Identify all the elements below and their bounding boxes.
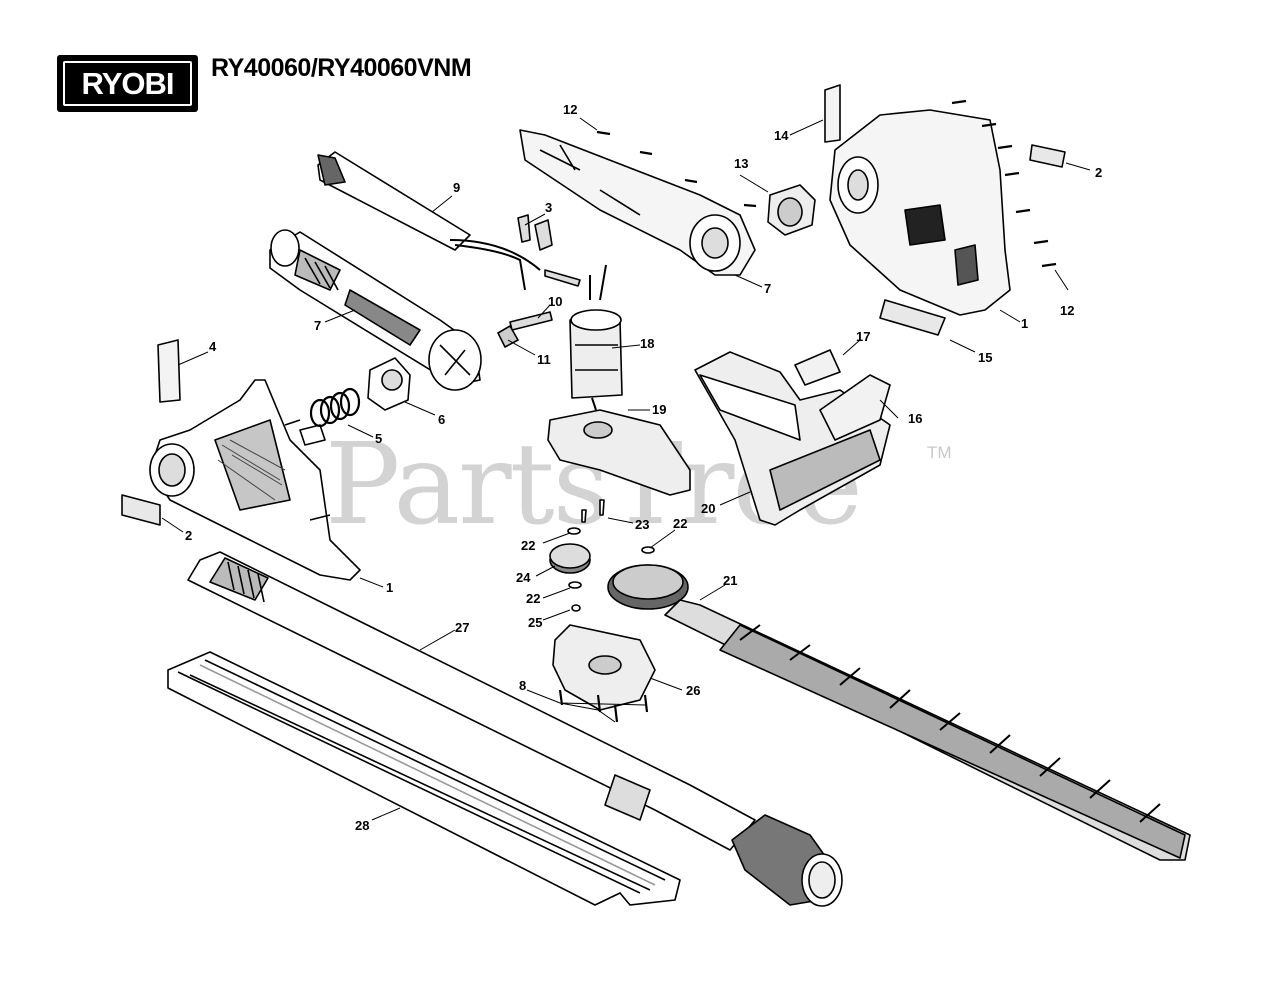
callout-26: 26 bbox=[686, 683, 700, 698]
ryobi-logo-text: RYOBI bbox=[63, 61, 192, 106]
leader-lines bbox=[161, 117, 1091, 821]
part-11-connector bbox=[497, 325, 519, 348]
callout-15: 15 bbox=[978, 350, 992, 365]
part-27-shaft bbox=[187, 551, 843, 907]
part-20-guard bbox=[694, 351, 891, 526]
callout-2-right: 2 bbox=[1095, 165, 1102, 180]
callout-12-right: 12 bbox=[1060, 303, 1074, 318]
callout-16: 16 bbox=[908, 411, 922, 426]
part-7-handle bbox=[269, 229, 482, 391]
part-6-lock bbox=[367, 357, 411, 411]
callout-4: 4 bbox=[209, 339, 217, 354]
callout-23: 23 bbox=[635, 517, 649, 532]
part-2-label-right bbox=[1029, 144, 1066, 168]
callout-22-c: 22 bbox=[526, 591, 540, 606]
ryobi-logo: RYOBI bbox=[57, 55, 198, 112]
part-1-left-housing bbox=[149, 379, 361, 581]
part-15-label bbox=[879, 299, 946, 336]
part-10-terminals bbox=[509, 269, 581, 331]
callout-7-left: 7 bbox=[314, 318, 321, 333]
part-12-screws-right bbox=[951, 99, 1057, 268]
callout-2-left: 2 bbox=[185, 528, 192, 543]
callout-3: 3 bbox=[545, 200, 552, 215]
part-23-screws bbox=[581, 499, 605, 523]
callout-19: 19 bbox=[652, 402, 666, 417]
callout-27: 27 bbox=[455, 620, 469, 635]
part-7-upper-housing bbox=[519, 129, 756, 276]
part-9-switch bbox=[317, 151, 541, 291]
model-title: RY40060/RY40060VNM bbox=[211, 54, 472, 82]
part-25-pin bbox=[571, 604, 581, 612]
part-14-label bbox=[824, 84, 841, 143]
part-28-rail bbox=[167, 651, 681, 906]
callout-24: 24 bbox=[516, 570, 531, 585]
part-17-label bbox=[794, 349, 841, 386]
callout-28: 28 bbox=[355, 818, 369, 833]
part-18-motor bbox=[569, 264, 623, 411]
part-19-gearbox bbox=[547, 409, 691, 496]
part-5-spring bbox=[309, 387, 361, 428]
callout-18: 18 bbox=[640, 336, 654, 351]
part-13-lock bbox=[767, 184, 816, 236]
part-3-wire-nuts bbox=[517, 214, 553, 251]
callout-20: 20 bbox=[701, 501, 715, 516]
callout-14: 14 bbox=[774, 128, 789, 143]
callout-numbers: 1 1 2 2 3 4 5 6 7 7 8 9 10 11 12 12 13 1… bbox=[185, 102, 1102, 833]
callout-22-a: 22 bbox=[521, 538, 535, 553]
callout-5: 5 bbox=[375, 431, 382, 446]
part-22-washer-c bbox=[568, 581, 582, 589]
callout-1-left: 1 bbox=[386, 580, 393, 595]
part-4-label bbox=[157, 339, 181, 403]
callout-21: 21 bbox=[723, 573, 737, 588]
part-24-gear bbox=[549, 543, 591, 574]
callout-8: 8 bbox=[519, 678, 526, 693]
callout-11: 11 bbox=[537, 352, 551, 367]
callout-12-top: 12 bbox=[563, 102, 577, 117]
callout-1-right: 1 bbox=[1021, 316, 1028, 331]
callout-22-b: 22 bbox=[673, 516, 687, 531]
callout-10: 10 bbox=[548, 294, 562, 309]
part-2-label-left bbox=[121, 494, 161, 526]
callout-9: 9 bbox=[453, 180, 460, 195]
callout-17: 17 bbox=[856, 329, 870, 344]
callout-6: 6 bbox=[438, 412, 445, 427]
part-16-label bbox=[819, 374, 891, 441]
callout-25: 25 bbox=[528, 615, 542, 630]
part-22-washer-a bbox=[567, 527, 581, 535]
part-1-right-housing bbox=[829, 109, 1011, 316]
part-12-screws-upper bbox=[596, 130, 757, 208]
callout-13: 13 bbox=[734, 156, 748, 171]
part-21-blade bbox=[607, 564, 1191, 861]
part-26-gear-cover bbox=[552, 624, 656, 711]
part-22-washer-b bbox=[641, 546, 655, 554]
trademark-mark: TM bbox=[927, 443, 952, 462]
callout-7-right: 7 bbox=[764, 281, 771, 296]
